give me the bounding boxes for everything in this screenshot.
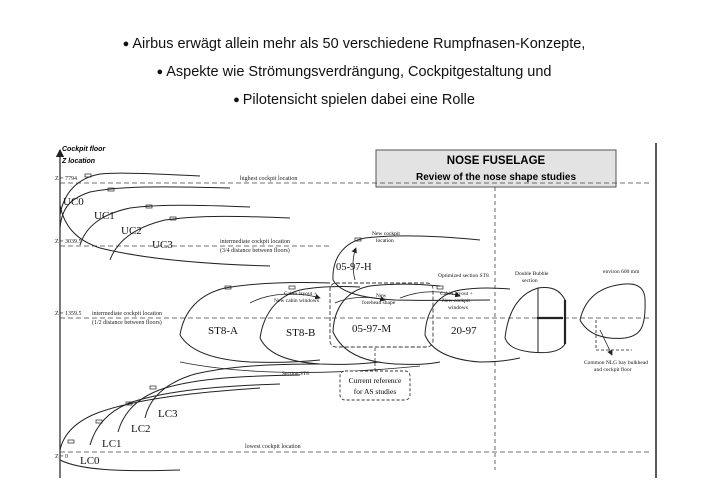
m-upper xyxy=(332,283,441,333)
axis-label-cockpit-floor: Cockpit floor xyxy=(62,146,106,153)
st8a-lower xyxy=(179,334,321,363)
z-label-upper-intermediate: Z = 3039.5 xyxy=(55,239,82,245)
note-environ-600: environ 600 mm xyxy=(603,269,640,275)
window-mark xyxy=(145,204,153,209)
window-mark xyxy=(169,216,177,221)
arrow-to-nlg xyxy=(599,329,613,356)
note-forehead-1: New xyxy=(376,293,386,299)
bullet-list: Airbus erwägt allein mehr als 50 verschi… xyxy=(0,30,708,114)
label-upper-intermediate-2: (3/4 distance between floors) xyxy=(220,247,290,254)
environ-600-lower xyxy=(579,299,646,339)
arrow-st8a-to-st8b xyxy=(249,293,321,304)
bullet-3: Pilotensicht spielen dabei eine Rolle xyxy=(0,86,708,114)
window-mark xyxy=(288,285,296,290)
shape-uc3: UC3 xyxy=(152,239,173,251)
shape-st8-b: ST8-B xyxy=(286,327,315,339)
z-label-highest: Z = 7794 xyxy=(55,176,77,182)
note-optimized: Optimized section ST8 xyxy=(438,273,489,279)
shape-lc0: LC0 xyxy=(80,455,100,467)
label-lower-intermediate-2: (1/2 distance between floors) xyxy=(92,319,162,326)
m-lower xyxy=(332,331,441,365)
arrow-st8b-to-m xyxy=(334,296,386,304)
shape-lc3: LC3 xyxy=(158,408,178,420)
z-label-lower-intermediate: Z = 1359.5 xyxy=(55,311,82,317)
note-double-bubble-1: Double Bubble xyxy=(515,271,549,277)
lc0-profile xyxy=(59,387,261,451)
label-lowest-cockpit: lowest cockpit location xyxy=(245,444,301,450)
note-common-nlg-2: and cockpit floor xyxy=(594,366,632,373)
h-nose-lower xyxy=(332,279,491,301)
n20-lower xyxy=(424,334,521,363)
bullet-2: Aspekte wie Strömungsverdrängung, Cockpi… xyxy=(0,58,708,86)
shape-05-97-h: 05-97-H xyxy=(336,262,372,273)
uc-lower-contour xyxy=(59,204,271,267)
uc0-profile xyxy=(59,172,201,216)
bullet-1: Airbus erwägt allein mehr als 50 verschi… xyxy=(0,30,708,58)
shape-lc1: LC1 xyxy=(102,438,122,450)
shape-20-97: 20-97 xyxy=(451,325,477,337)
label-lower-intermediate-1: intermediate cockpit location xyxy=(92,311,162,317)
note-cabin-cockpit-3: windows xyxy=(448,305,468,311)
note-common-nlg-1: Common NLG bay bulkhead xyxy=(584,360,648,366)
note-cabin-cockpit-2: New cockpit xyxy=(442,298,470,304)
shape-lc2: LC2 xyxy=(131,423,151,435)
label-highest-cockpit: highest cockpit location xyxy=(240,176,297,182)
st8b-upper xyxy=(259,285,361,339)
note-current-reference-2: for AS studies xyxy=(354,387,397,396)
lc-lower-contour xyxy=(59,459,181,472)
window-mark xyxy=(354,237,362,242)
lc3-profile xyxy=(144,363,321,419)
arrow-to-h xyxy=(351,247,357,281)
window-mark xyxy=(436,285,444,290)
window-mark xyxy=(67,439,75,444)
section-st8-bracket xyxy=(179,361,421,373)
st8a-upper xyxy=(179,282,331,336)
shape-uc0: UC0 xyxy=(63,196,84,208)
lc1-profile xyxy=(89,383,281,446)
current-reference-outline xyxy=(329,282,434,348)
window-mark xyxy=(107,187,115,192)
note-forehead-2: forehead shape xyxy=(362,299,396,306)
window-mark xyxy=(149,385,157,390)
note-cabin-new-windows-2: New cabin windows xyxy=(274,298,319,304)
arrow-m-to-20-97 xyxy=(399,291,461,299)
note-double-bubble-2: section xyxy=(522,278,538,284)
note-cabin-new-windows-1: Cabin layout + xyxy=(284,291,317,297)
label-upper-intermediate-1: intermediate cockpit location xyxy=(220,239,290,245)
diagram-title: NOSE FUSELAGE xyxy=(447,155,546,167)
environ-600-upper xyxy=(579,283,646,321)
title-box xyxy=(375,149,617,188)
note-cabin-cockpit-1: Cabin layout + xyxy=(440,291,473,297)
lc2-profile xyxy=(117,374,301,433)
z-label-lowest: Z = 0 xyxy=(55,454,68,460)
double-bubble-section xyxy=(504,287,566,354)
h-nose-upper xyxy=(332,235,481,281)
note-current-reference-1: Current reference xyxy=(349,376,402,385)
diagram-subtitle: Review of the nose shape studies xyxy=(416,172,576,183)
shape-uc1: UC1 xyxy=(94,210,115,222)
uc3-profile xyxy=(109,215,291,261)
uc1-profile xyxy=(59,186,231,229)
shape-05-97-m: 05-97-M xyxy=(352,323,391,335)
note-new-cockpit-2: location xyxy=(376,238,394,244)
nlg-bay-outline xyxy=(595,320,632,351)
shape-uc2: UC2 xyxy=(121,225,142,237)
n20-upper xyxy=(424,287,511,336)
uc2-profile xyxy=(79,204,251,246)
window-mark xyxy=(84,173,92,178)
shape-st8-a: ST8-A xyxy=(208,325,238,337)
note-section-st8: Section ST8 xyxy=(282,371,309,377)
note-new-cockpit-1: New cockpit xyxy=(372,231,400,237)
axis-label-z-location: Z location xyxy=(61,158,95,165)
